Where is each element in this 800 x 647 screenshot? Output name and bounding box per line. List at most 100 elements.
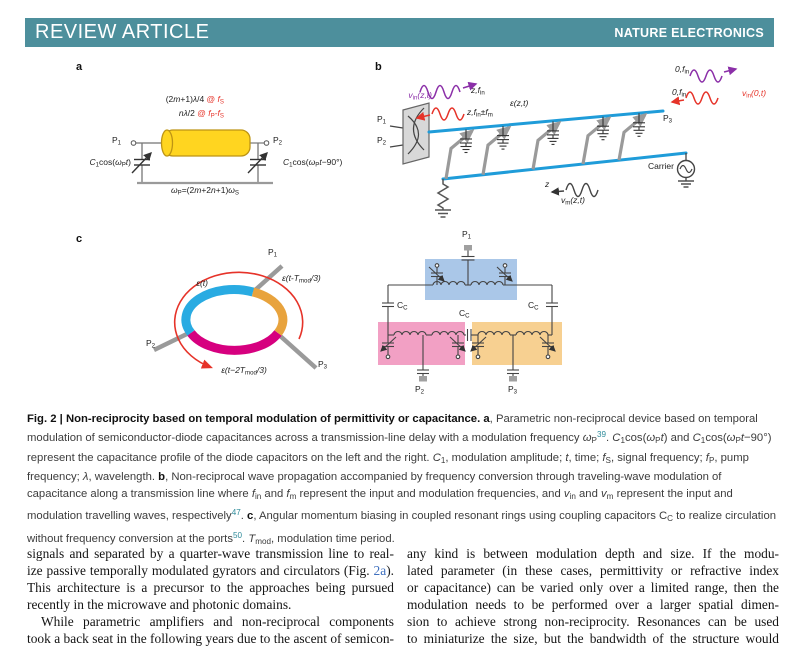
text-line: or capacitance) can be varied only over …	[407, 579, 779, 595]
body-text-left-column: signals and separated by a quarter-wave …	[27, 546, 394, 647]
varactor-icon	[470, 335, 487, 360]
shunt-branches	[141, 143, 259, 183]
coupling-capacitor-right-label: CC	[528, 300, 539, 312]
reference-link-47[interactable]: 47	[231, 508, 241, 518]
circuit-port-2-label: P2	[415, 384, 425, 396]
panel-b-label: b	[375, 61, 382, 73]
panel-b-carrier-label: Carrier	[648, 161, 674, 171]
varactor-icon	[531, 120, 562, 170]
port-2-pad	[419, 376, 427, 382]
figure-link-2a[interactable]: 2a	[373, 562, 387, 578]
panel-b-z-axis-label: z	[545, 179, 550, 189]
varactor-icon	[380, 335, 397, 360]
varactor-icon-left	[131, 151, 152, 174]
wave-glyphs	[415, 66, 738, 198]
varactor-icon	[449, 335, 466, 360]
port-1-pad	[464, 245, 472, 251]
coupling-capacitor-mid-label: CC	[459, 308, 470, 320]
panel-b-zero-fin-top-label: 0,fin	[675, 64, 690, 76]
panel-c-ring	[153, 264, 318, 370]
inductor-icon	[393, 330, 427, 336]
input-wave-purple	[419, 84, 461, 100]
panel-a-port-2-label: P2	[273, 135, 283, 147]
port-1-stub	[251, 264, 284, 294]
port-2-terminal	[263, 140, 270, 146]
text-line: to miniaturize the size, but the bandwid…	[407, 630, 779, 646]
varactor-icon	[581, 116, 612, 165]
panel-b-schematic	[389, 66, 738, 218]
circuit-port-1-label: P1	[462, 229, 472, 241]
ring-segment-orange	[251, 287, 288, 336]
panel-a-pump-relation: ωP=(2m+2n+1)ωS	[171, 185, 239, 197]
panel-a-formula-1: (2m+1)λ/4 @ fS	[165, 94, 224, 106]
panel-b-zfin-label: z,fin	[471, 85, 485, 97]
text-line: modulation needs to be performed over a …	[407, 596, 779, 612]
ac-source-icon	[676, 153, 696, 188]
coupler-box	[402, 102, 430, 165]
varactor-icon	[496, 263, 513, 285]
panel-b-port-3-label: P3	[663, 113, 673, 125]
panel-b-input-wave-label: vin(z,t)	[408, 90, 432, 102]
varactor-icon-right	[247, 151, 268, 174]
header-article-type: REVIEW ARTICLE	[35, 21, 210, 43]
panel-a-formula-2: nλ/2 @ fP-fS	[178, 108, 224, 120]
text-line: recently in the microwave and photonic d…	[27, 596, 292, 612]
panel-b-port-1-label: P1	[377, 114, 387, 126]
return-wave-red	[685, 91, 719, 105]
panel-a-port-1-label: P1	[112, 135, 122, 147]
rotation-arrow	[173, 271, 304, 369]
panel-c-circuit	[378, 245, 562, 382]
text-line: ize passive temporally modulated gyrator…	[27, 562, 394, 578]
ring-epsilon-t-label: ε(t)	[196, 278, 208, 288]
ring-epsilon-t2-label: ε(t−2Tmod/3)	[221, 365, 267, 377]
transmission-line-cylinder	[160, 129, 251, 157]
inductor-icon	[431, 330, 465, 336]
panel-a-label: a	[76, 61, 83, 73]
body-text-right-column: any kind is between modulation depth and…	[407, 546, 779, 647]
panel-a-schematic	[130, 129, 273, 185]
ring-port-3-label: P3	[318, 359, 328, 371]
panel-b-zero-fin-bottom-label: 0,fin	[672, 87, 687, 99]
ring-ports	[153, 264, 318, 370]
inductor-icon	[470, 280, 504, 286]
reflected-wave-red	[431, 107, 465, 121]
ring-resonator	[181, 285, 288, 355]
panel-b-vin0t-label: vin(0,t)	[742, 88, 767, 100]
ring-epsilon-t1-label: ε(t-Tmod/3)	[282, 273, 321, 285]
varactor-icon	[539, 335, 556, 360]
varactor-array	[444, 112, 648, 179]
reference-link-39[interactable]: 39	[596, 430, 607, 440]
text-line: signals and separated by a quarter-wave …	[27, 546, 394, 561]
ring-segment-cyan	[181, 285, 255, 336]
panel-b-port-2-label: P2	[377, 135, 387, 147]
modulation-wave-black	[565, 182, 599, 198]
text-line: While parametric amplifiers and non-reci…	[41, 613, 394, 629]
port-leads	[389, 125, 404, 148]
text-line: This architecture is a precursor to the …	[27, 579, 394, 595]
port-2-stub	[153, 329, 192, 353]
varactor-icon	[617, 112, 648, 161]
varactor-icon	[428, 263, 445, 285]
ring-port-2-label: P2	[146, 338, 156, 350]
circuit-port-3-label: P3	[508, 384, 518, 396]
panel-b-modulation-wave-label: vm(z,t)	[561, 195, 585, 207]
varactor-icon	[481, 125, 512, 175]
port-3-stub	[276, 332, 318, 370]
panel-b-permittivity-label: ε(z,t)	[510, 98, 529, 108]
header-journal-name: NATURE ELECTRONICS	[614, 25, 764, 40]
text-line: took a back seat in the following years …	[27, 630, 394, 646]
text-line: any kind is between modulation depth and…	[407, 546, 779, 561]
inductor-icon	[515, 330, 549, 336]
ring-segment-magenta	[187, 330, 282, 355]
inductor-icon	[477, 330, 511, 336]
port-1-terminal	[130, 140, 137, 146]
panel-a-capacitance-left: C1cos(ωPt)	[89, 157, 131, 169]
circuit-wiring	[380, 250, 558, 376]
text-line: sion to achieve strong non-reciprocity. …	[407, 613, 779, 629]
ring-port-1-label: P1	[268, 247, 278, 259]
port-3-pad	[509, 376, 517, 382]
reference-link-50[interactable]: 50	[232, 530, 243, 540]
text-line: lated parameter (in these cases, permitt…	[407, 562, 779, 578]
varactor-icon	[444, 128, 475, 179]
output-wave-purple	[689, 69, 723, 83]
